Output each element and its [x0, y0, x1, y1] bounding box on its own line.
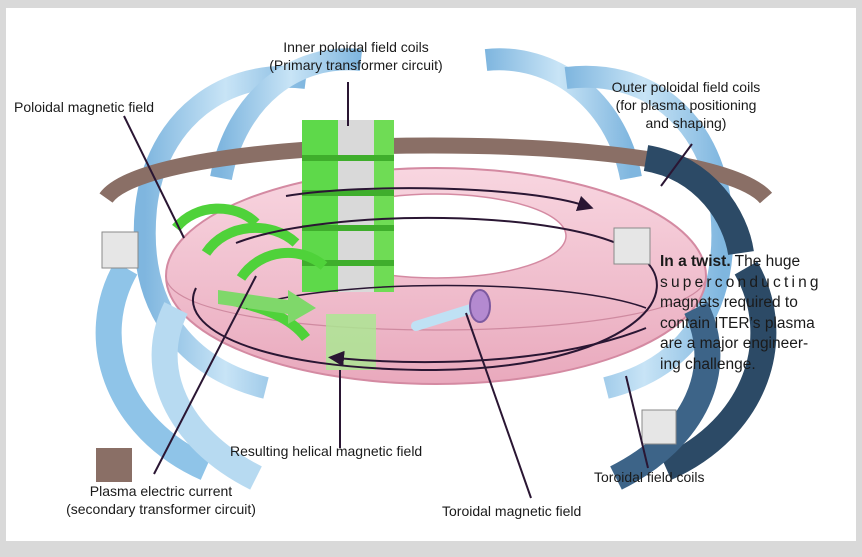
label-line: Plasma electric current	[46, 482, 276, 500]
label-toroidal-field: Toroidal magnetic field	[442, 502, 581, 520]
label-plasma-current: Plasma electric current (secondary trans…	[46, 482, 276, 518]
label-helical-field: Resulting helical magnetic field	[230, 442, 422, 460]
caption-line: are a major engineer-	[660, 334, 860, 355]
label-line: Toroidal magnetic field	[442, 502, 581, 520]
label-poloidal-field: Poloidal magnetic field	[14, 98, 154, 116]
caption-line: contain ITER’s plasma	[660, 314, 860, 335]
label-inner-poloidal-coils: Inner poloidal field coils (Primary tran…	[256, 38, 456, 74]
label-line: (secondary transformer circuit)	[46, 500, 276, 518]
label-line: (Primary transformer circuit)	[256, 56, 456, 74]
label-line: (for plasma positioning	[586, 96, 786, 114]
caption-title: In a twist.	[660, 253, 731, 270]
caption-line: In a twist. The huge	[660, 252, 860, 273]
label-toroidal-coils: Toroidal field coils	[594, 468, 705, 486]
label-outer-poloidal-coils: Outer poloidal field coils (for plasma p…	[586, 78, 786, 132]
caption-text: The huge	[735, 253, 801, 270]
label-line: Resulting helical magnetic field	[230, 442, 422, 460]
figure-caption: In a twist. The huge superconducting mag…	[660, 252, 860, 375]
label-line: and shaping)	[586, 114, 786, 132]
caption-line: magnets required to	[660, 293, 860, 314]
label-line: Toroidal field coils	[594, 468, 705, 486]
caption-line: superconducting	[660, 273, 860, 294]
label-line: Inner poloidal field coils	[256, 38, 456, 56]
label-line: Outer poloidal field coils	[586, 78, 786, 96]
toroidal-field-ring	[470, 290, 490, 322]
caption-line: ing challenge.	[660, 355, 860, 376]
label-line: Poloidal magnetic field	[14, 98, 154, 116]
